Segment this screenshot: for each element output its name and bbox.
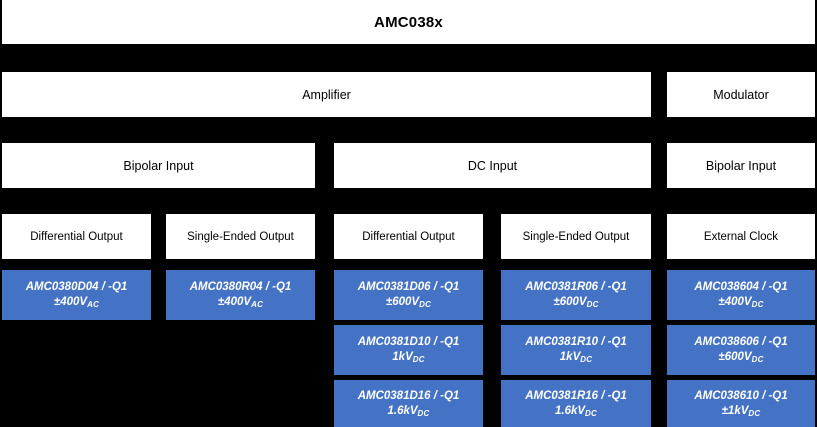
part-voltage-label: ±400VAC <box>218 295 263 310</box>
voltage-unit-subscript: AC <box>87 300 100 309</box>
output-header-label: Differential Output <box>362 230 455 243</box>
part-voltage-label: 1.6kVDC <box>387 404 429 419</box>
voltage-unit-subscript: DC <box>419 300 432 309</box>
voltage-value: 1kV <box>392 351 413 363</box>
part-number-label: AMC038610 / -Q1 <box>694 389 788 402</box>
input-box-bipolar-right: Bipolar Input <box>667 143 815 188</box>
part-box[interactable]: AMC0381D16 / -Q1 1.6kVDC <box>334 380 483 427</box>
voltage-unit-subscript: DC <box>580 355 593 364</box>
part-voltage-label: ±400VAC <box>54 295 99 310</box>
output-header-external-clock: External Clock <box>667 214 815 259</box>
voltage-unit-subscript: DC <box>751 300 764 309</box>
part-box[interactable]: AMC038606 / -Q1 ±600VDC <box>667 325 815 375</box>
voltage-unit-subscript: DC <box>586 300 599 309</box>
part-number-label: AMC0381D16 / -Q1 <box>357 389 460 402</box>
part-voltage-label: 1kVDC <box>560 350 592 365</box>
part-voltage-label: ±400VDC <box>718 295 763 310</box>
part-box[interactable]: AMC0381D06 / -Q1 ±600VDC <box>334 270 483 320</box>
part-number-label: AMC0381R10 / -Q1 <box>525 336 627 348</box>
part-voltage-label: ±600VDC <box>718 350 763 365</box>
part-number-label: AMC0381D10 / -Q1 <box>357 336 460 348</box>
part-number-label: AMC0381R16 / -Q1 <box>525 389 627 402</box>
voltage-value: ±400V <box>217 296 252 308</box>
input-box-dc: DC Input <box>334 143 651 188</box>
part-voltage-label: 1kVDC <box>392 350 424 365</box>
function-box-amplifier: Amplifier <box>2 72 651 117</box>
voltage-value: ±400V <box>53 296 88 308</box>
part-box[interactable]: AMC0381R10 / -Q1 1kVDC <box>501 325 651 375</box>
part-voltage-label: ±600VDC <box>386 295 431 310</box>
voltage-value: ±600V <box>385 296 420 308</box>
part-number-label: AMC038604 / -Q1 <box>694 281 788 293</box>
part-number-label: AMC0380D04 / -Q1 <box>25 281 128 293</box>
input-label: Bipolar Input <box>705 158 777 173</box>
voltage-value: 1.6kV <box>387 404 418 417</box>
voltage-unit-subscript: DC <box>417 408 430 418</box>
voltage-unit-subscript: DC <box>412 355 425 364</box>
voltage-unit-subscript: AC <box>251 300 264 309</box>
part-box[interactable]: AMC038604 / -Q1 ±400VDC <box>667 270 815 320</box>
voltage-value: ±400V <box>718 296 752 308</box>
output-header-differential-1: Differential Output <box>2 214 151 259</box>
input-box-bipolar-left: Bipolar Input <box>2 143 315 188</box>
part-box[interactable]: AMC0381D10 / -Q1 1kVDC <box>334 325 483 375</box>
page-title: AMC038x <box>374 13 443 31</box>
part-box[interactable]: AMC038610 / -Q1 ±1kVDC <box>667 380 815 427</box>
output-header-label: Differential Output <box>30 230 123 243</box>
part-voltage-label: ±600VDC <box>553 295 598 310</box>
input-label: DC Input <box>467 158 518 173</box>
output-header-single-ended-1: Single-Ended Output <box>166 214 315 259</box>
part-box[interactable]: AMC0380D04 / -Q1 ±400VAC <box>2 270 151 320</box>
part-number-label: AMC0381R06 / -Q1 <box>525 281 627 293</box>
part-voltage-label: 1.6kVDC <box>555 404 597 419</box>
part-voltage-label: ±1kVDC <box>722 404 761 419</box>
voltage-value: ±600V <box>553 296 587 308</box>
output-header-label: Single-Ended Output <box>522 230 630 243</box>
output-header-label: External Clock <box>703 230 779 243</box>
voltage-value: ±600V <box>718 351 752 363</box>
part-box[interactable]: AMC0381R06 / -Q1 ±600VDC <box>501 270 651 320</box>
output-header-label: Single-Ended Output <box>187 230 294 243</box>
output-header-differential-2: Differential Output <box>334 214 483 259</box>
voltage-unit-subscript: DC <box>751 355 764 364</box>
part-number-label: AMC0380R04 / -Q1 <box>189 281 292 293</box>
voltage-unit-subscript: DC <box>585 408 598 418</box>
part-box[interactable]: AMC0380R04 / -Q1 ±400VAC <box>166 270 315 320</box>
function-label: Modulator <box>713 87 769 102</box>
output-header-single-ended-2: Single-Ended Output <box>501 214 651 259</box>
family-title-box: AMC038x <box>2 0 815 44</box>
part-number-label: AMC0381D06 / -Q1 <box>357 281 460 293</box>
voltage-unit-subscript: DC <box>748 408 761 418</box>
voltage-value: 1kV <box>559 351 581 363</box>
part-number-label: AMC038606 / -Q1 <box>694 336 788 348</box>
voltage-value: 1.6kV <box>554 404 586 417</box>
function-label: Amplifier <box>302 87 351 102</box>
function-box-modulator: Modulator <box>667 72 815 117</box>
voltage-value: ±1kV <box>721 404 749 417</box>
part-box[interactable]: AMC0381R16 / -Q1 1.6kVDC <box>501 380 651 427</box>
input-label: Bipolar Input <box>123 158 194 173</box>
